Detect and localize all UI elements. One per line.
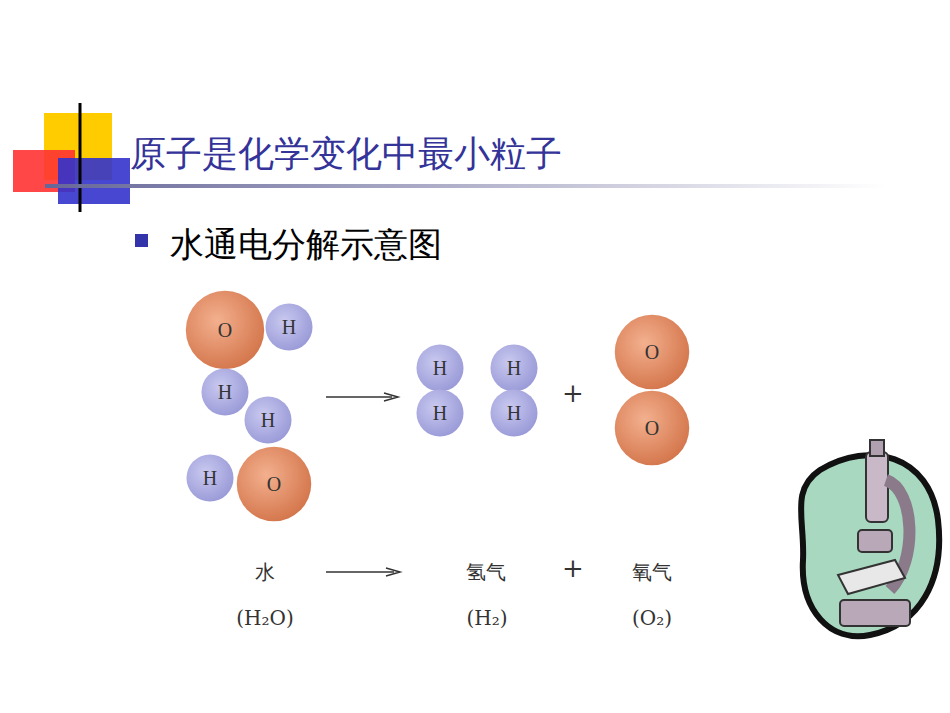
atom-circle: H: [490, 344, 538, 392]
atom-symbol: H: [490, 389, 538, 437]
formula: (H₂): [466, 606, 507, 630]
atom-symbol: H: [201, 368, 249, 416]
atom-symbol: H: [416, 344, 464, 392]
atom-symbol: O: [185, 290, 265, 370]
slide-title: 原子是化学变化中最小粒子: [130, 130, 562, 179]
atom-circle: H: [416, 389, 464, 437]
substance-name: 水: [255, 559, 275, 586]
atom-circle: O: [614, 314, 690, 390]
atom-symbol: H: [186, 454, 234, 502]
atom-circle: H: [416, 344, 464, 392]
formula: (O₂): [632, 606, 672, 630]
atom-symbol: O: [236, 446, 312, 522]
atom-circle: H: [490, 389, 538, 437]
plus-sign: +: [562, 553, 584, 583]
atom-circle: O: [236, 446, 312, 522]
plus-sign: +: [562, 378, 584, 408]
bullet-text: 水通电分解示意图: [170, 222, 442, 268]
atom-symbol: H: [416, 389, 464, 437]
atom-symbol: H: [244, 396, 292, 444]
formula: (H₂O): [236, 606, 293, 630]
atom-symbol: H: [490, 344, 538, 392]
atom-circle: H: [186, 454, 234, 502]
atom-circle: O: [614, 390, 690, 466]
atom-symbol: O: [614, 314, 690, 390]
substance-name: 氢气: [466, 559, 506, 586]
atom-symbol: H: [265, 303, 313, 351]
atom-circle: O: [185, 290, 265, 370]
atom-symbol: O: [614, 390, 690, 466]
substance-name: 氧气: [632, 559, 672, 586]
atom-circle: H: [265, 303, 313, 351]
atom-circle: H: [201, 368, 249, 416]
atom-circle: H: [244, 396, 292, 444]
